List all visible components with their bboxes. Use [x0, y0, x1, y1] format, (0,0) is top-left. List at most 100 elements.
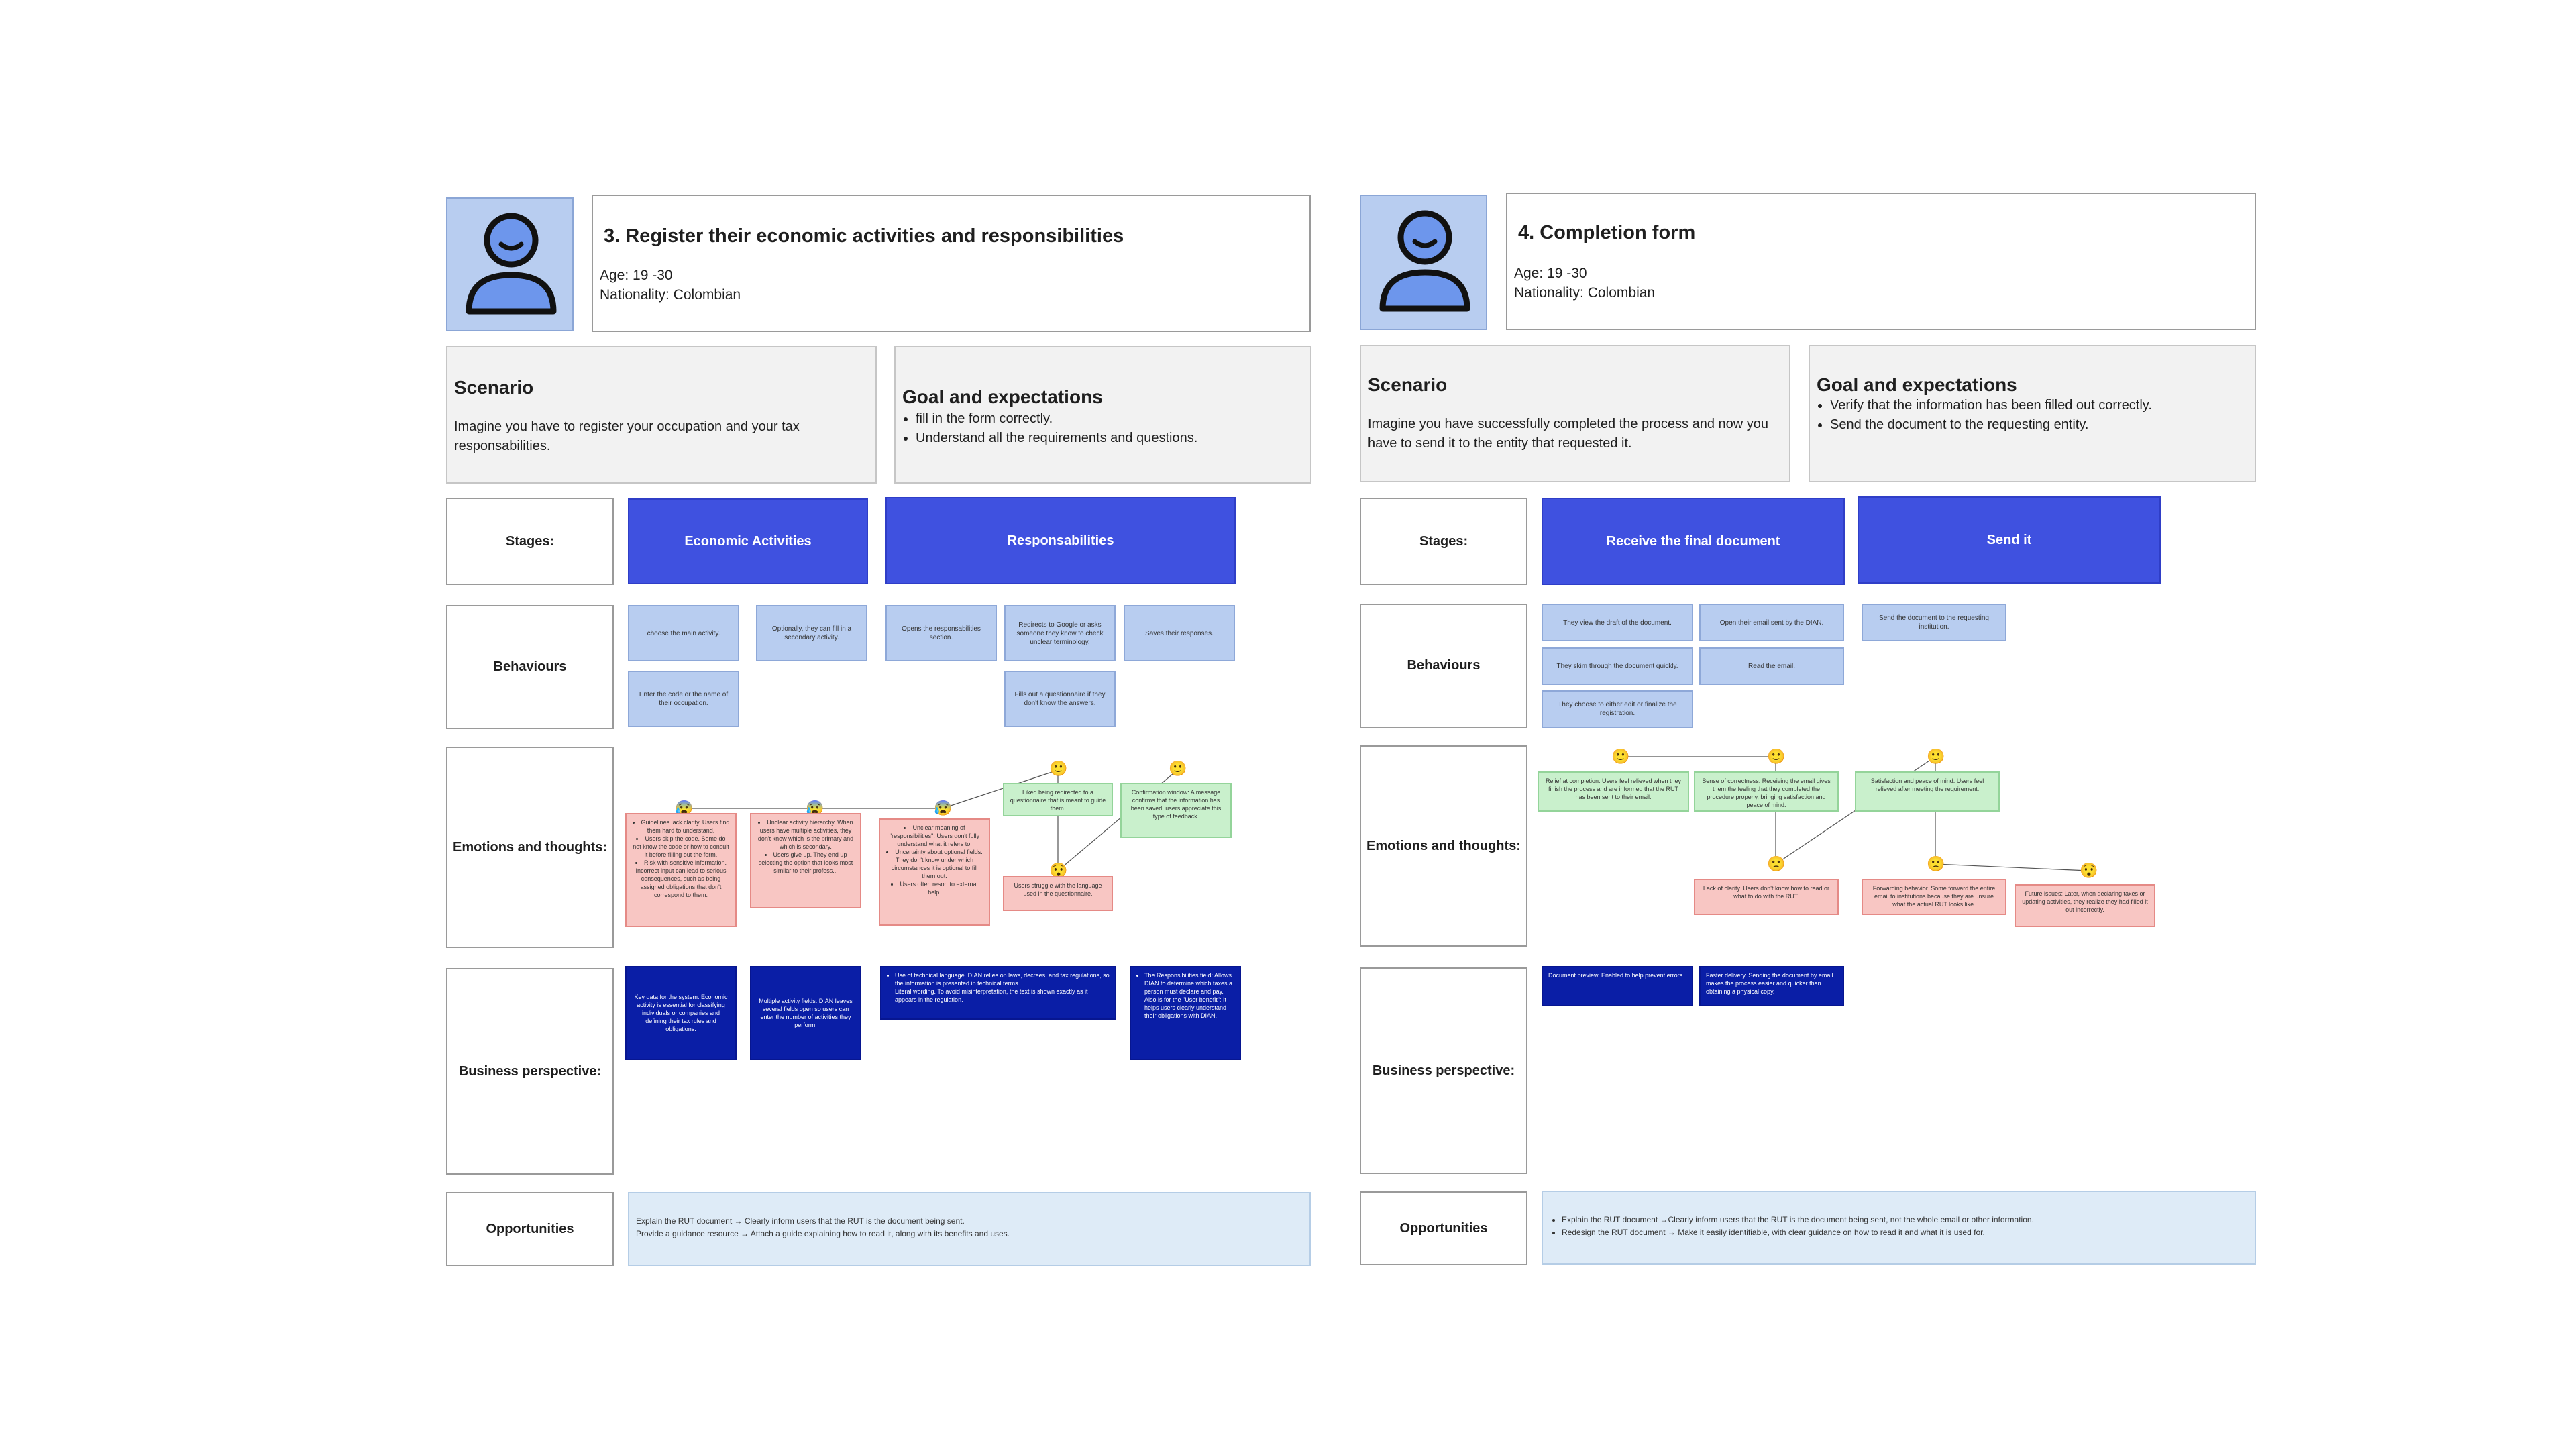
row-label-opportunities: Opportunities: [446, 1192, 614, 1266]
neutral-face-icon: 🙂: [1611, 748, 1630, 765]
behaviour-card: Enter the code or the name of their occu…: [628, 671, 739, 727]
goal-panel: Goal and expectations Verify that the in…: [1809, 345, 2256, 482]
persona-title: 4. Completion form: [1518, 222, 1696, 244]
persona-card: 3. Register their economic activities an…: [592, 195, 1311, 332]
business-card: Document preview. Enabled to help preven…: [1542, 966, 1693, 1006]
pain-point-card: Unclear meaning of "responsibilities": U…: [879, 818, 990, 926]
anxious-face-icon: 😰: [934, 800, 953, 816]
goal-list: Verify that the information has been fil…: [1817, 396, 2241, 435]
business-card: Multiple activity fields. DIAN leaves se…: [750, 966, 861, 1060]
business-item: Use of technical language. DIAN relies o…: [895, 971, 1110, 1004]
neutral-face-icon: 🙂: [1927, 748, 1945, 765]
opportunities-card: Explain the RUT document → Clearly infor…: [628, 1192, 1311, 1266]
surprised-face-icon: 😯: [2080, 862, 2098, 879]
row-label-business: Business perspective:: [446, 968, 614, 1175]
smiling-face-icon: 🙂: [1049, 760, 1068, 777]
row-label-stages: Stages:: [446, 498, 614, 585]
positive-emotion-card: Sense of correctness. Receiving the emai…: [1694, 771, 1839, 812]
behaviour-card: Fills out a questionnaire if they don't …: [1004, 671, 1116, 727]
stage-responsabilities: Responsabilities: [885, 497, 1236, 584]
business-text: The Responsibilities field: Allows DIAN …: [1144, 972, 1233, 1019]
pain-point-item: Users give up. They end up selecting the…: [757, 851, 855, 875]
persona-avatar: [1360, 195, 1487, 330]
business-card: Faster delivery. Sending the document by…: [1699, 966, 1844, 1006]
pain-point-item: Unclear meaning of "responsibilities": U…: [885, 824, 983, 848]
row-label-emotions: Emotions and thoughts:: [1360, 745, 1527, 947]
pain-point-item: Users skip the code. Some do not know th…: [632, 835, 730, 859]
persona-age: Age: 19 -30: [1514, 266, 1587, 281]
row-label-business: Business perspective:: [1360, 967, 1527, 1174]
behaviour-card: Redirects to Google or asks someone they…: [1004, 605, 1116, 661]
business-card: Key data for the system. Economic activi…: [625, 966, 737, 1060]
smiling-face-icon: 🙂: [1169, 760, 1187, 777]
behaviour-card: Read the email.: [1699, 647, 1844, 685]
row-label-behaviours: Behaviours: [1360, 604, 1527, 728]
persona-card: 4. Completion form Age: 19 -30 Nationali…: [1506, 193, 2256, 330]
business-text: Use of technical language. DIAN relies o…: [895, 972, 1110, 1003]
pain-point-item: Guidelines lack clarity. Users find them…: [632, 818, 730, 835]
pain-point-item: Uncertainty about optional fields. They …: [885, 848, 983, 880]
slightly-frowning-face-icon: 🙁: [1927, 855, 1945, 872]
behaviour-card: Optionally, they can fill in a secondary…: [756, 605, 867, 661]
persona-age: Age: 19 -30: [600, 268, 673, 283]
scenario-panel: Scenario Imagine you have successfully c…: [1360, 345, 1790, 482]
neutral-face-icon: 🙂: [1767, 748, 1786, 765]
stage-receive-final-document: Receive the final document: [1542, 498, 1845, 585]
positive-emotion-card: Liked being redirected to a questionnair…: [1003, 783, 1113, 816]
opportunities-card: Explain the RUT document →Clearly inform…: [1542, 1191, 2256, 1265]
slightly-frowning-face-icon: 🙁: [1767, 855, 1786, 872]
surprised-face-icon: 😯: [1049, 862, 1068, 879]
persona-avatar: [446, 197, 574, 331]
goal-panel: Goal and expectations fill in the form c…: [894, 346, 1311, 484]
row-label-behaviours: Behaviours: [446, 605, 614, 729]
goal-list: fill in the form correctly. Understand a…: [902, 409, 1297, 448]
pain-point-card: Forwarding behavior. Some forward the en…: [1862, 879, 2006, 915]
scenario-title: Scenario: [1368, 374, 1448, 395]
goal-item: fill in the form correctly.: [916, 409, 1297, 429]
pain-point-item: Risk with sensitive information. Incorre…: [632, 859, 730, 899]
pain-point-card: Guidelines lack clarity. Users find them…: [625, 813, 737, 927]
business-card: Use of technical language. DIAN relies o…: [880, 966, 1116, 1020]
goal-title: Goal and expectations: [1817, 374, 2017, 395]
scenario-text: Imagine you have to register your occupa…: [454, 419, 800, 453]
scenario-title: Scenario: [454, 377, 534, 398]
goal-item: Verify that the information has been fil…: [1830, 396, 2241, 415]
stage-economic-activities: Economic Activities: [628, 498, 868, 584]
row-label-stages: Stages:: [1360, 498, 1527, 585]
behaviour-card: They skim through the document quickly.: [1542, 647, 1693, 685]
user-icon: [466, 213, 557, 315]
behaviour-card: They choose to either edit or finalize t…: [1542, 690, 1693, 728]
behaviour-card: Opens the responsabilities section.: [885, 605, 997, 661]
row-label-emotions: Emotions and thoughts:: [446, 747, 614, 948]
opportunity-item: Provide a guidance resource → Attach a g…: [636, 1229, 1010, 1238]
persona-nationality: Nationality: Colombian: [1514, 285, 1656, 301]
user-icon: [1379, 210, 1470, 312]
behaviour-card: Saves their responses.: [1124, 605, 1235, 661]
scenario-panel: Scenario Imagine you have to register yo…: [446, 346, 877, 484]
behaviour-card: They view the draft of the document.: [1542, 604, 1693, 641]
business-item: The Responsibilities field: Allows DIAN …: [1144, 971, 1234, 1020]
behaviour-card: choose the main activity.: [628, 605, 739, 661]
goal-title: Goal and expectations: [902, 386, 1103, 407]
persona-title: 3. Register their economic activities an…: [604, 225, 1124, 247]
positive-emotion-card: Satisfaction and peace of mind. Users fe…: [1855, 771, 2000, 812]
pain-point-card: Unclear activity hierarchy. When users h…: [750, 813, 861, 908]
persona-nationality: Nationality: Colombian: [600, 287, 741, 303]
row-label-opportunities: Opportunities: [1360, 1191, 1527, 1265]
business-card: The Responsibilities field: Allows DIAN …: [1130, 966, 1241, 1060]
stage-send-it: Send it: [1858, 496, 2161, 584]
scenario-text: Imagine you have successfully completed …: [1368, 417, 1769, 451]
opportunity-item: Redesign the RUT document → Make it easi…: [1562, 1226, 2248, 1239]
pain-point-card: Future issues: Later, when declaring tax…: [2015, 884, 2155, 927]
persona-meta: Age: 19 -30 Nationality: Colombian: [600, 266, 741, 305]
persona-meta: Age: 19 -30 Nationality: Colombian: [1514, 264, 1655, 303]
pain-point-item: Users often resort to external help.: [885, 880, 983, 896]
positive-emotion-card: Confirmation window: A message confirms …: [1120, 783, 1232, 838]
pain-point-item: Unclear activity hierarchy. When users h…: [757, 818, 855, 851]
goal-item: Send the document to the requesting enti…: [1830, 415, 2241, 435]
pain-point-card: Users struggle with the language used in…: [1003, 876, 1113, 911]
goal-item: Understand all the requirements and ques…: [916, 429, 1297, 448]
opportunity-item: Explain the RUT document →Clearly inform…: [1562, 1214, 2248, 1226]
behaviour-card: Open their email sent by the DIAN.: [1699, 604, 1844, 641]
pain-point-card: Lack of clarity. Users don't know how to…: [1694, 879, 1839, 915]
